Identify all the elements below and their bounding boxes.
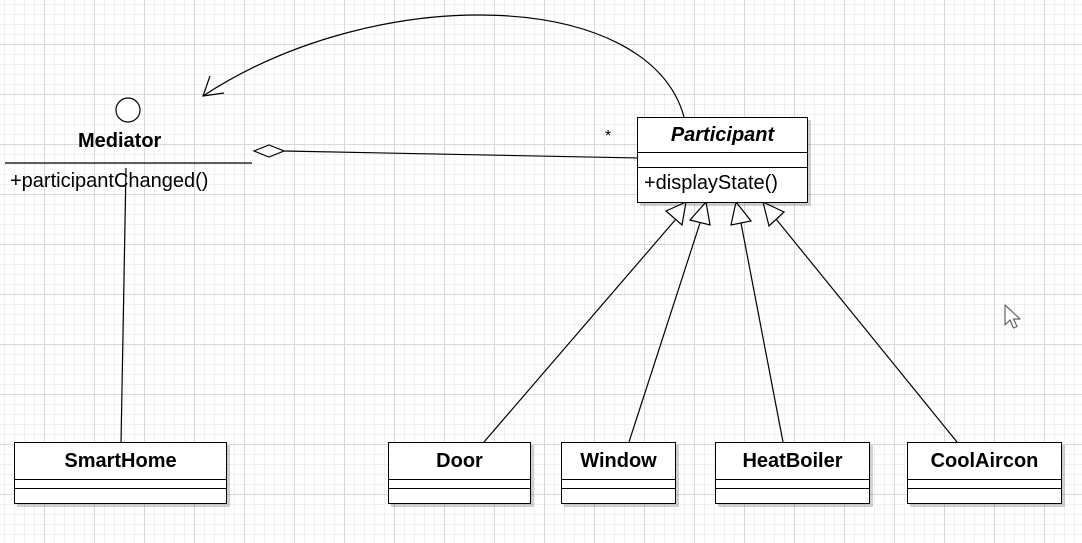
window-operations (562, 489, 675, 497)
aggregation-diamond (252, 144, 286, 158)
smarthome-attributes (15, 480, 226, 489)
association-arc[interactable] (202, 14, 685, 118)
smarthome-class[interactable]: SmartHome (14, 442, 227, 504)
door-class-name: Door (389, 443, 530, 480)
window-attributes (562, 480, 675, 489)
mediator-operation[interactable]: +participantChanged() (10, 170, 209, 192)
participant-operation: +displayState() (644, 172, 778, 194)
heatboiler-operations (716, 489, 869, 497)
smarthome-operations (15, 489, 226, 497)
realization-line[interactable] (120, 167, 127, 445)
coolaircon-attributes (908, 480, 1061, 489)
aggregation-line[interactable] (283, 150, 639, 159)
association-arrowhead (202, 75, 225, 97)
heatboiler-class[interactable]: HeatBoiler (715, 442, 870, 504)
generalization-arrowhead-heatboiler (730, 200, 753, 226)
participant-class[interactable]: Participant +displayState() (637, 117, 808, 203)
mouse-pointer-icon (1004, 304, 1021, 329)
window-class[interactable]: Window (561, 442, 676, 504)
door-class[interactable]: Door (388, 442, 531, 504)
generalization-arrowhead-door (664, 200, 687, 227)
interface-lollipop-icon (115, 97, 141, 123)
generalization-arrowhead-window (688, 200, 711, 226)
generalization-door[interactable] (483, 218, 677, 443)
door-operations (389, 489, 530, 497)
coolaircon-class-name: CoolAircon (908, 443, 1061, 480)
window-class-name: Window (562, 443, 675, 480)
generalization-window[interactable] (628, 222, 701, 443)
heatboiler-attributes (716, 480, 869, 489)
door-attributes (389, 480, 530, 489)
heatboiler-class-name: HeatBoiler (716, 443, 869, 480)
generalization-coolaircon[interactable] (775, 218, 958, 443)
mediator-name[interactable]: Mediator (78, 130, 162, 152)
coolaircon-class[interactable]: CoolAircon (907, 442, 1062, 504)
participant-class-name: Participant (638, 118, 807, 153)
smarthome-class-name: SmartHome (15, 443, 226, 480)
generalization-arrowhead-coolaircon (762, 200, 786, 228)
coolaircon-operations (908, 489, 1061, 497)
generalization-heatboiler[interactable] (740, 222, 784, 443)
participant-attributes (638, 153, 807, 168)
association-multiplicity: * (605, 128, 612, 145)
